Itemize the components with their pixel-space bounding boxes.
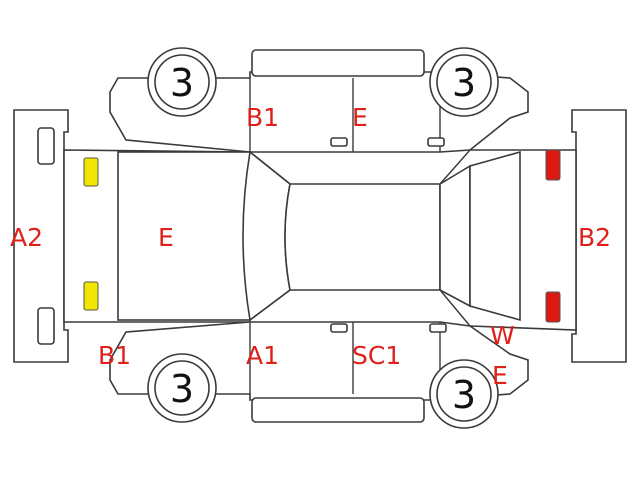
wheel-rear-right-grade: 3 — [170, 367, 194, 411]
left-side-step-bar — [251, 49, 425, 77]
front-lamp-bottom — [545, 291, 561, 323]
roof-panel — [284, 183, 441, 291]
front-bumper — [571, 109, 627, 363]
label-fender-e: E — [492, 361, 508, 390]
wheel-front-left-grade: 3 — [452, 61, 476, 105]
wheel-rear-right: 3 — [147, 353, 217, 423]
rear-lamp-bottom — [83, 281, 99, 311]
wheel-rear-left: 3 — [147, 47, 217, 117]
left-front-door-handle — [427, 137, 445, 147]
wheel-front-left: 3 — [429, 47, 499, 117]
label-left-front-door: E — [352, 103, 368, 132]
rear-bumper-slot-top — [37, 127, 55, 165]
trunk-lid — [117, 151, 251, 321]
wheel-front-right: 3 — [429, 359, 499, 429]
label-trunk-lid: E — [158, 223, 174, 252]
wheel-rear-left-grade: 3 — [170, 61, 194, 105]
rear-bumper — [13, 109, 69, 363]
right-front-door-handle — [429, 323, 447, 333]
damage-labels: A2 E B1 E B1 A1 SC1 W E B2 — [10, 103, 611, 390]
rear-lamp-top — [83, 157, 99, 187]
windshield — [439, 164, 471, 308]
label-right-front-door: SC1 — [352, 341, 401, 370]
left-rear-door-handle — [330, 137, 348, 147]
wheel-front-right-grade: 3 — [452, 373, 476, 417]
right-rear-door-handle — [330, 323, 348, 333]
label-left-rear-door: B1 — [246, 103, 279, 132]
hood — [469, 150, 521, 322]
label-rear-left-quarter: B1 — [98, 341, 131, 370]
label-right-rear-door: A1 — [246, 341, 279, 370]
cabin — [117, 149, 521, 327]
right-side-step-bar — [251, 397, 425, 423]
front-lamp-top — [545, 149, 561, 181]
label-front-panel: B2 — [578, 223, 611, 252]
lamps — [83, 149, 561, 323]
label-rear-panel: A2 — [10, 223, 43, 252]
rear-bumper-slot-bottom — [37, 307, 55, 345]
label-fender-w: W — [490, 321, 515, 350]
